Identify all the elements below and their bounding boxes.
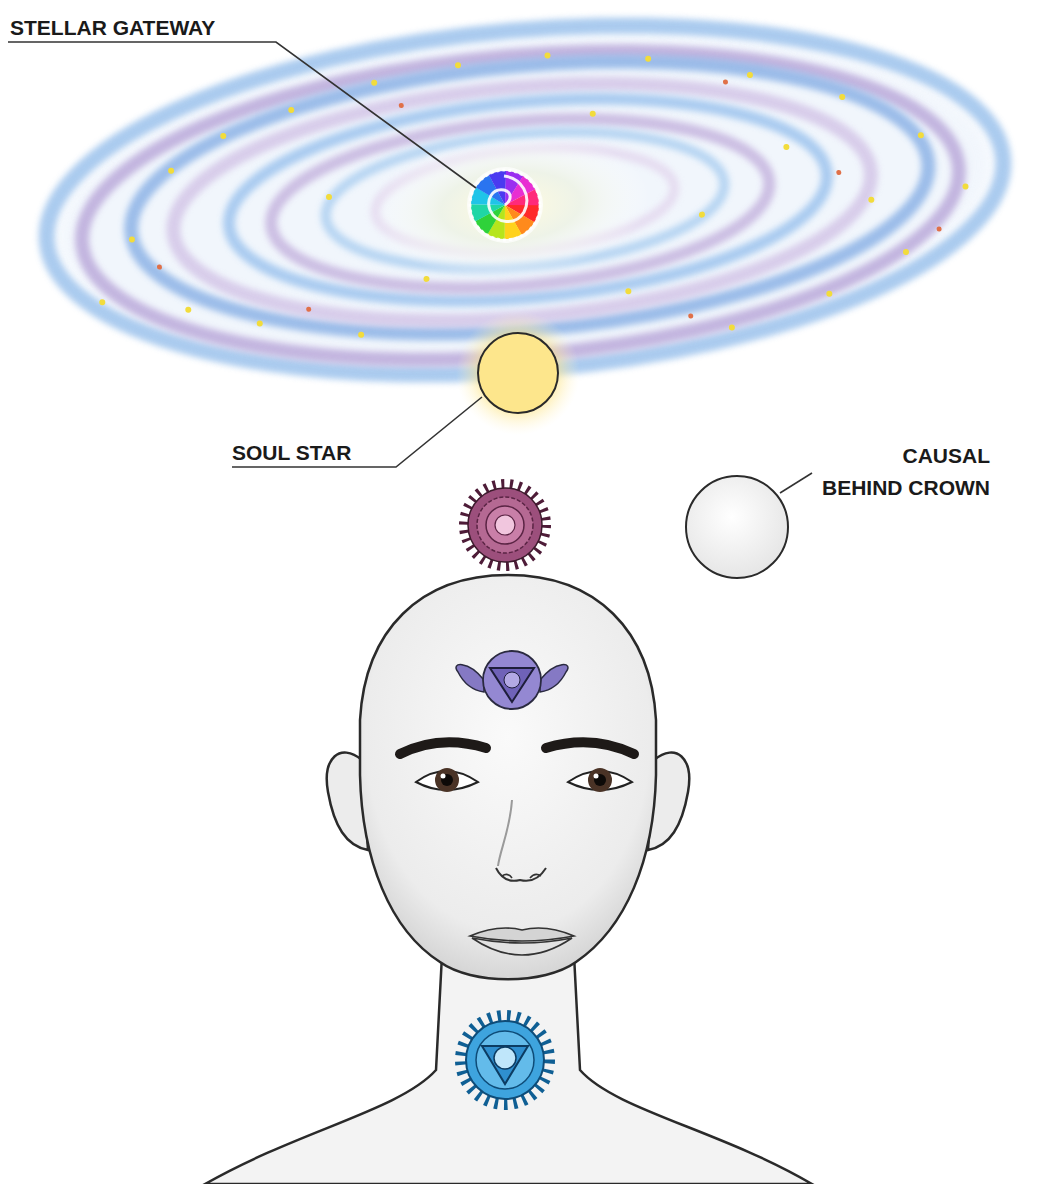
third-eye-chakra <box>456 651 568 709</box>
face <box>400 742 634 955</box>
causal-circle <box>686 476 788 578</box>
throat-chakra <box>461 1016 549 1104</box>
soul-star-label: SOUL STAR <box>232 437 351 469</box>
soul-star-circle <box>456 311 580 435</box>
neck-shoulders <box>205 955 812 1184</box>
head-outline <box>360 575 656 979</box>
leader-lines <box>8 42 812 493</box>
causal-label: CAUSAL BEHIND CROWN <box>819 440 990 503</box>
gateway-label: STELLAR GATEWAY <box>10 12 215 44</box>
crown-chakra <box>464 484 546 566</box>
stellar-gateway-symbol <box>467 167 543 243</box>
